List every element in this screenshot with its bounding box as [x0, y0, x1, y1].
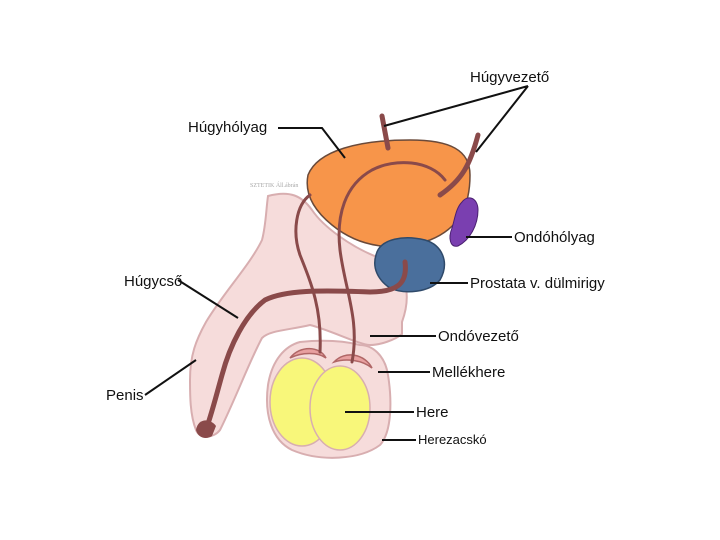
label-vas-deferens: Ondóvezető [438, 328, 519, 345]
ureter-right [437, 132, 481, 198]
leader-bladder [278, 127, 346, 159]
label-seminal-vesicle: Ondóhólyag [514, 229, 595, 246]
ureter-left [379, 113, 391, 151]
vas-deferens-tube-2 [294, 193, 322, 354]
label-testis: Here [416, 404, 449, 421]
urethra-tube [202, 259, 408, 435]
label-urethra: Húgycső [124, 273, 182, 290]
label-penis: Penis [106, 387, 144, 404]
label-prostate: Prostata v. dülmirigy [470, 275, 605, 292]
vas-deferens-tube [337, 161, 447, 364]
epididymis-right [331, 354, 373, 369]
leader-ureter [383, 85, 529, 153]
epididymis-left [289, 347, 327, 359]
leader-urethra [177, 279, 239, 319]
prostate-shape [374, 237, 446, 293]
watermark-text: SZTETIK Áll.ábrán [250, 181, 298, 189]
leader-penis [144, 359, 197, 396]
seminal-vesicle-shape [449, 197, 479, 247]
label-epididymis: Mellékhere [432, 364, 505, 381]
label-scrotum: Herezacskó [418, 432, 487, 447]
testis-right [309, 365, 371, 451]
label-ureter: Húgyvezető [470, 69, 549, 86]
glans-shape [196, 420, 216, 438]
label-bladder: Húgyhólyag [188, 119, 267, 136]
